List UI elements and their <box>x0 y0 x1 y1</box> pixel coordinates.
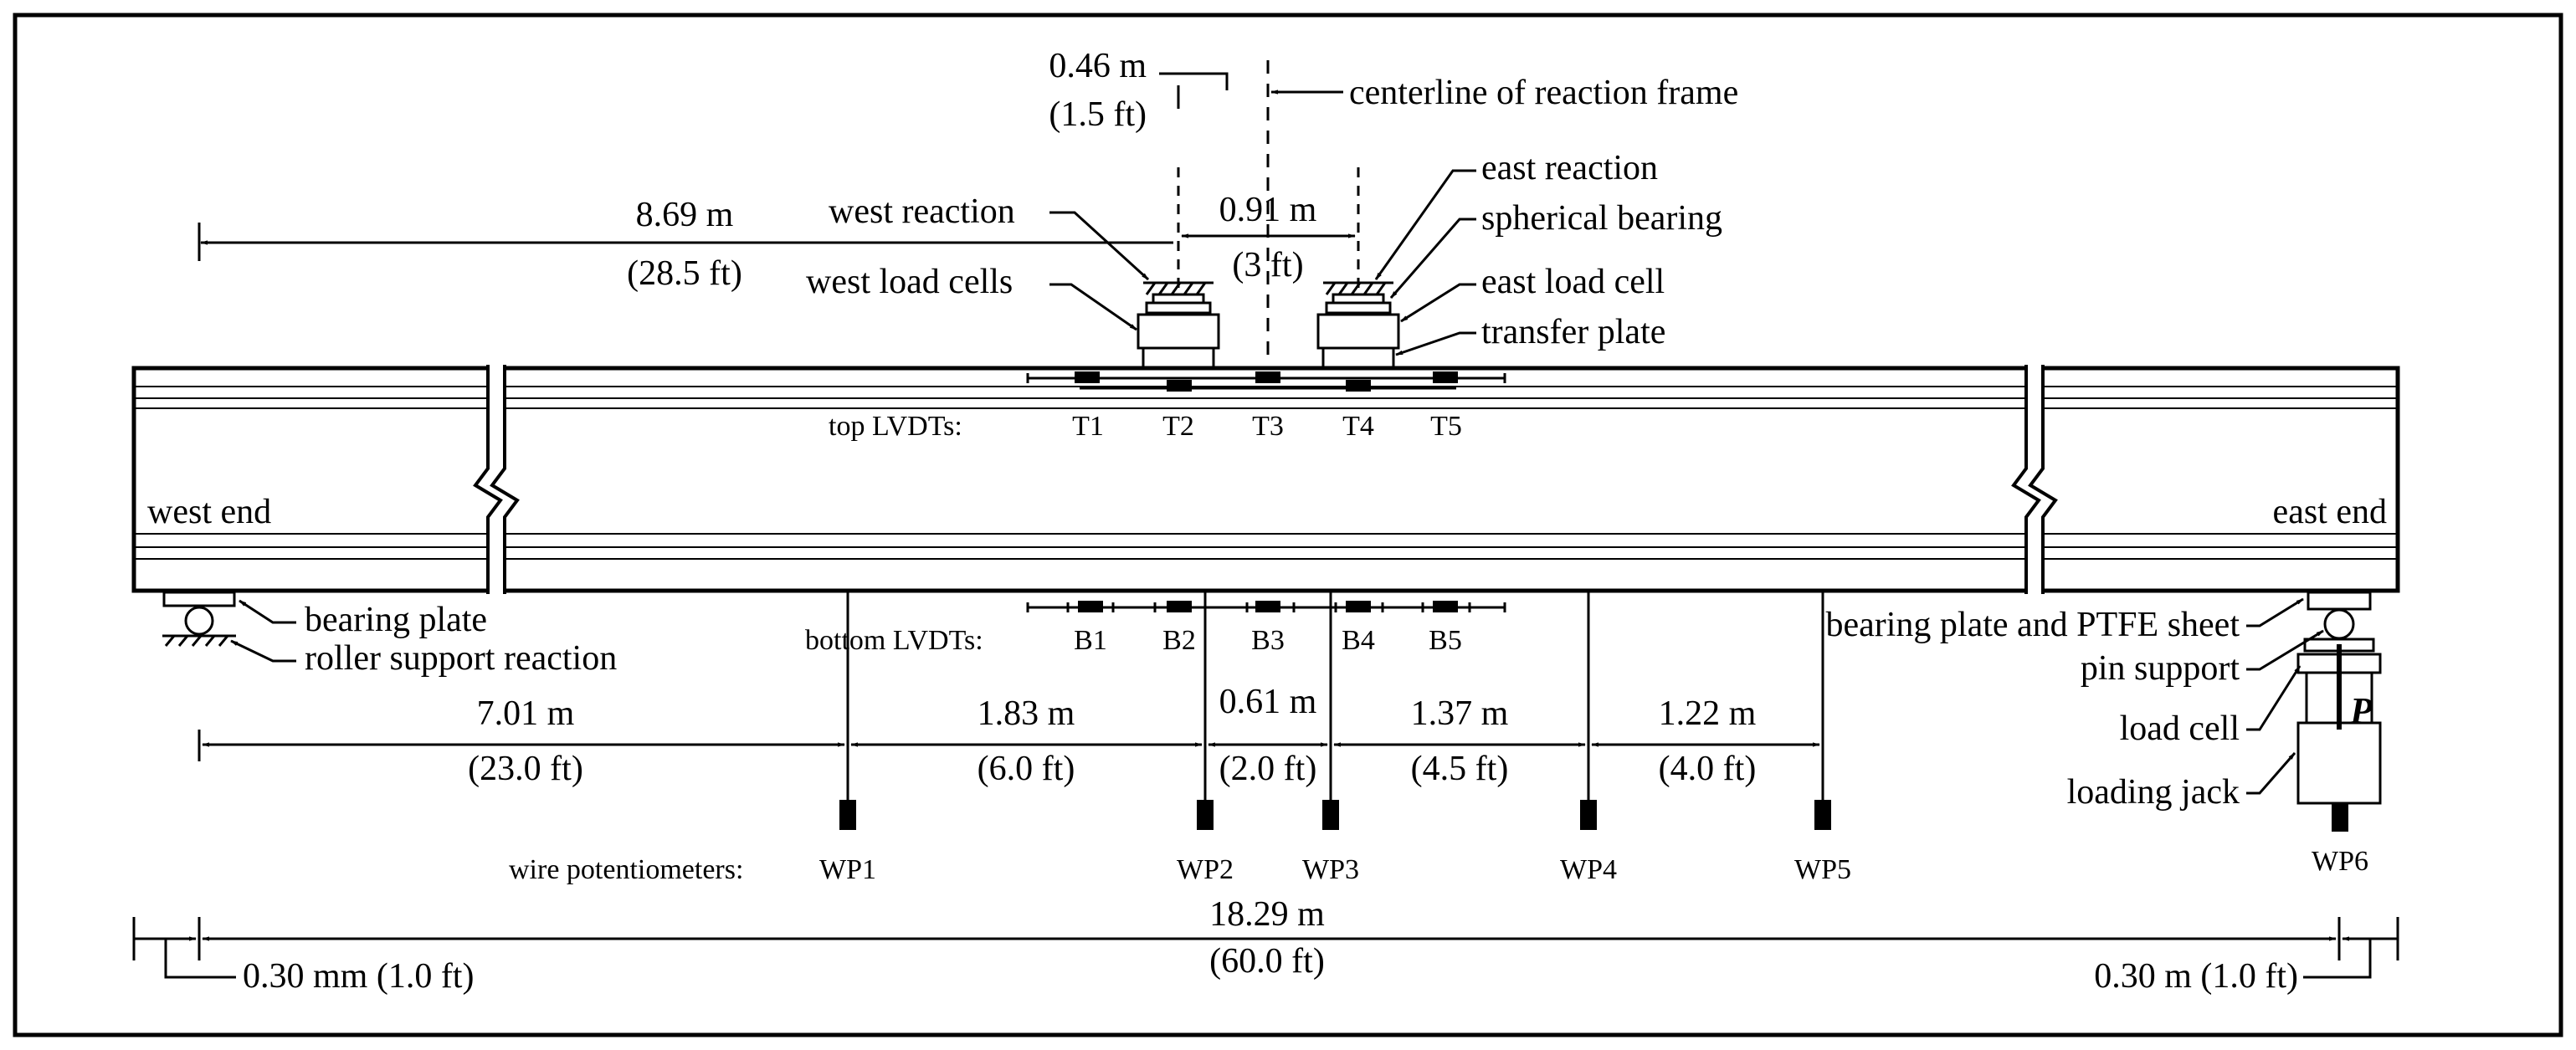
roller-support-label: roller support reaction <box>305 639 617 678</box>
east-load-cell-leader <box>1400 283 1476 323</box>
dim-869-m: 8.69 m <box>636 196 734 234</box>
bottom-lvdt-label: B3 <box>1251 625 1285 656</box>
bottom-lvdts-label: bottom LVDTs: <box>805 625 983 656</box>
dim-869-ft: (28.5 ft) <box>627 254 742 293</box>
top-lvdt-label: T5 <box>1430 411 1462 442</box>
loading-jack-label: loading jack <box>2067 773 2240 812</box>
pin-support-leader <box>2246 629 2324 671</box>
overall-length-dimension <box>132 917 2399 979</box>
top-lvdt-label: T4 <box>1342 411 1374 442</box>
top-lvdts-label: top LVDTs: <box>829 411 962 442</box>
bottom-lvdt-label: B1 <box>1074 625 1107 656</box>
dim-061-m: 0.61 m <box>1219 683 1317 721</box>
load-cell-label: load cell <box>2120 709 2240 748</box>
loading-jack-leader <box>2246 752 2296 795</box>
east-reaction-assembly <box>1316 281 1400 370</box>
wp-label: WP6 <box>2312 846 2368 877</box>
top-lvdt-label: T3 <box>1252 411 1284 442</box>
wire-potentiometer-sensors <box>839 800 1831 830</box>
dim-091-m: 0.91 m <box>1219 191 1317 229</box>
spherical-bearing-leader <box>1389 218 1476 299</box>
break-line-west <box>473 365 520 594</box>
dim-046-ft: (1.5 ft) <box>1049 95 1147 134</box>
load-p-symbol: P <box>2349 690 2373 731</box>
wp-label: WP1 <box>819 854 876 885</box>
dim-701-ft: (23.0 ft) <box>468 750 583 788</box>
west-end-label: west end <box>147 493 271 531</box>
load-cell-leader <box>2246 665 2301 731</box>
wp6-sensor <box>2332 803 2348 832</box>
west-reaction-assembly <box>1137 281 1220 370</box>
transfer-plate-leader <box>1395 331 1476 356</box>
west-load-cells-label: west load cells <box>806 263 1013 301</box>
girder <box>131 366 2400 593</box>
break-line-east <box>2011 365 2058 594</box>
centerline-label: centerline of reaction frame <box>1349 74 1738 112</box>
dim-701-m: 7.01 m <box>477 694 575 733</box>
bearing-plate-label: bearing plate <box>305 601 487 639</box>
west-reaction-label: west reaction <box>829 192 1015 231</box>
wp-label: WP3 <box>1302 854 1359 885</box>
transfer-plate-label: transfer plate <box>1481 313 1665 351</box>
wp-label: WP2 <box>1177 854 1234 885</box>
east-reaction-label: east reaction <box>1481 149 1658 187</box>
overhang-west-label: 0.30 mm (1.0 ft) <box>243 957 474 996</box>
dim-1829-m: 18.29 m <box>1209 895 1325 934</box>
dim-183-m: 1.83 m <box>978 694 1075 733</box>
span-dimension-line <box>198 730 1820 761</box>
dim-183-ft: (6.0 ft) <box>978 750 1075 788</box>
overhang-east-label: 0.30 m (1.0 ft) <box>2094 957 2298 996</box>
dim-122-m: 1.22 m <box>1659 694 1757 733</box>
wire-potentiometers-label: wire potentiometers: <box>509 854 743 885</box>
dim-122-ft: (4.0 ft) <box>1659 750 1757 788</box>
dim-046-leader <box>1159 72 1229 90</box>
east-load-cell-label: east load cell <box>1481 263 1665 301</box>
spherical-bearing-label: spherical bearing <box>1481 199 1722 238</box>
east-end-label: east end <box>2273 493 2387 531</box>
bottom-lvdt-label: B5 <box>1429 625 1462 656</box>
bottom-lvdt-sensors <box>1078 601 1458 612</box>
dim-137-m: 1.37 m <box>1411 694 1509 733</box>
dim-061-ft: (2.0 ft) <box>1219 750 1317 788</box>
dim-091-ft: (3 ft) <box>1232 246 1303 284</box>
figure-border <box>13 13 2563 1037</box>
bottom-lvdt-label: B2 <box>1162 625 1196 656</box>
wp-label: WP5 <box>1794 854 1851 885</box>
dim-137-ft: (4.5 ft) <box>1411 750 1509 788</box>
bearing-plate-ptfe-label: bearing plate and PTFE sheet <box>1825 606 2240 644</box>
bottom-lvdt-label: B4 <box>1342 625 1375 656</box>
top-lvdt-label: T1 <box>1072 411 1104 442</box>
pin-support-label: pin support <box>2081 649 2240 688</box>
west-load-cells-leader <box>1049 283 1137 331</box>
bearing-plate-ptfe-leader <box>2246 597 2304 627</box>
wp-label: WP4 <box>1560 854 1617 885</box>
bearing-plate-leader <box>239 599 296 624</box>
top-lvdt-sensors <box>1075 371 1458 392</box>
east-reaction-leader <box>1374 169 1476 280</box>
west-reaction-leader <box>1049 211 1150 281</box>
roller-support-leader <box>230 639 296 663</box>
west-roller-support <box>162 591 236 647</box>
top-lvdt-label: T2 <box>1162 411 1194 442</box>
dim-1829-ft: (60.0 ft) <box>1209 942 1325 981</box>
dim-046-m: 0.46 m <box>1049 47 1147 85</box>
wire-potentiometer-lines <box>846 591 1824 800</box>
